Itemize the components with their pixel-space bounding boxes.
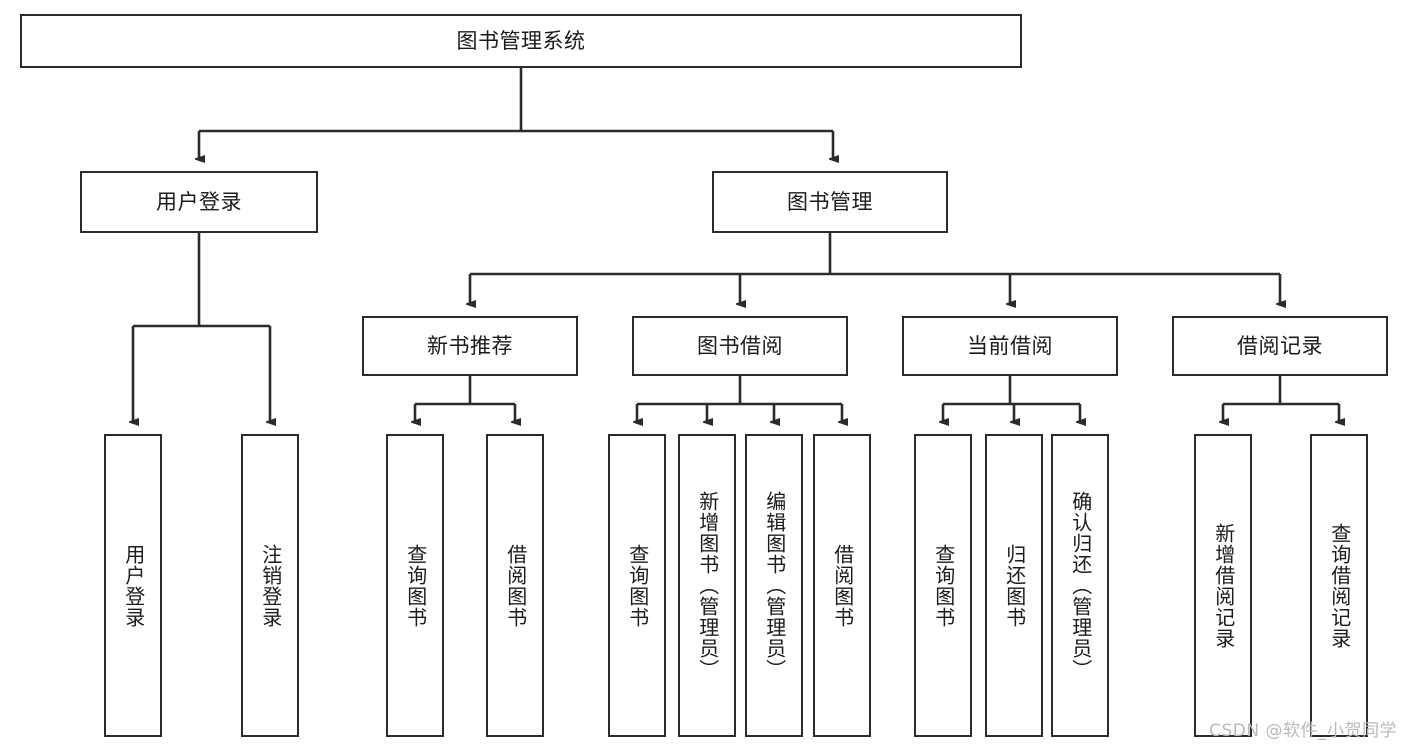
- node-leaf-record-add[interactable]: 新增借阅记录: [1194, 434, 1252, 737]
- node-leaf-borrow-add-book-label: 新增图书（管理员）: [695, 491, 720, 680]
- node-new-book-recommend-label: 新书推荐: [427, 333, 513, 358]
- node-leaf-borrow-borrow-book-label: 借阅图书: [830, 543, 855, 628]
- node-leaf-user-logout[interactable]: 注销登录: [241, 434, 299, 737]
- node-borrow-record-label: 借阅记录: [1237, 333, 1323, 358]
- node-leaf-borrow-query-book-label: 查询图书: [625, 543, 650, 628]
- node-leaf-current-query-book[interactable]: 查询图书: [914, 434, 972, 737]
- node-new-book-recommend[interactable]: 新书推荐: [362, 316, 578, 376]
- node-leaf-user-logout-label: 注销登录: [258, 543, 283, 628]
- node-current-borrow-label: 当前借阅: [967, 333, 1053, 358]
- csdn-watermark: CSDN @软件_小贺同学: [1209, 721, 1397, 741]
- node-leaf-borrow-edit-book[interactable]: 编辑图书（管理员）: [745, 434, 803, 737]
- node-root[interactable]: 图书管理系统: [20, 14, 1022, 68]
- node-leaf-current-query-book-label: 查询图书: [931, 543, 956, 628]
- node-leaf-rec-borrow-book[interactable]: 借阅图书: [486, 434, 544, 737]
- node-book-borrow[interactable]: 图书借阅: [632, 316, 848, 376]
- node-leaf-record-query[interactable]: 查询借阅记录: [1310, 434, 1368, 737]
- node-leaf-current-confirm-return-label: 确认归还（管理员）: [1068, 491, 1093, 680]
- node-leaf-rec-borrow-book-label: 借阅图书: [503, 543, 528, 628]
- node-leaf-record-query-label: 查询借阅记录: [1327, 522, 1352, 649]
- node-leaf-borrow-edit-book-label: 编辑图书（管理员）: [762, 491, 787, 680]
- node-leaf-rec-query-book[interactable]: 查询图书: [386, 434, 444, 737]
- node-leaf-borrow-add-book[interactable]: 新增图书（管理员）: [678, 434, 736, 737]
- node-root-label: 图书管理系统: [456, 28, 586, 53]
- node-borrow-record[interactable]: 借阅记录: [1172, 316, 1388, 376]
- node-leaf-borrow-query-book[interactable]: 查询图书: [608, 434, 666, 737]
- node-current-borrow[interactable]: 当前借阅: [902, 316, 1118, 376]
- node-leaf-current-return-book[interactable]: 归还图书: [985, 434, 1043, 737]
- node-book-manage-label: 图书管理: [787, 189, 873, 214]
- node-leaf-user-login[interactable]: 用户登录: [104, 434, 162, 737]
- node-leaf-record-add-label: 新增借阅记录: [1211, 522, 1236, 649]
- node-leaf-current-return-book-label: 归还图书: [1002, 543, 1027, 628]
- node-leaf-user-login-label: 用户登录: [121, 543, 146, 628]
- node-user-login-label: 用户登录: [156, 189, 242, 214]
- node-book-manage[interactable]: 图书管理: [712, 171, 948, 233]
- node-leaf-borrow-borrow-book[interactable]: 借阅图书: [813, 434, 871, 737]
- node-leaf-rec-query-book-label: 查询图书: [403, 543, 428, 628]
- node-user-login[interactable]: 用户登录: [80, 171, 318, 233]
- node-leaf-current-confirm-return[interactable]: 确认归还（管理员）: [1051, 434, 1109, 737]
- node-book-borrow-label: 图书借阅: [697, 333, 783, 358]
